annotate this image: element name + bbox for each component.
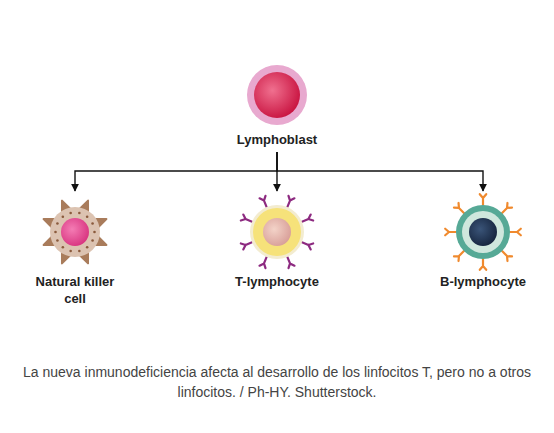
granule — [56, 239, 59, 242]
branch-arrow — [277, 152, 483, 191]
receptor — [260, 257, 267, 268]
granule — [78, 212, 81, 215]
receptor — [454, 251, 464, 261]
figure-caption: La nueva inmunodeficiencia afecta al des… — [14, 362, 540, 403]
receptor — [260, 196, 267, 207]
cell-body — [462, 211, 504, 253]
granule — [62, 215, 65, 218]
granule — [54, 231, 57, 234]
nk-cell-node: Natural killer cell — [24, 192, 126, 310]
cell-nucleus — [469, 218, 497, 246]
cell-label: Natural killer cell — [24, 272, 126, 310]
receptor — [241, 242, 252, 249]
receptor — [480, 194, 486, 205]
receptor — [302, 215, 313, 222]
cell-nucleus — [254, 72, 300, 118]
b-cell-node: B-lymphocyte — [437, 192, 529, 293]
cell-illustration — [443, 192, 523, 272]
receptor — [502, 203, 512, 213]
lymphoblast-node: Lymphoblast — [234, 60, 320, 151]
granule — [62, 246, 65, 249]
cell-label: Lymphoblast — [234, 130, 320, 151]
cell-membrane — [456, 205, 510, 259]
granule — [56, 222, 59, 225]
cell-membrane — [247, 65, 307, 125]
cell-body — [253, 208, 301, 256]
granule — [91, 239, 94, 242]
cell-illustration — [237, 192, 317, 272]
receptor — [241, 215, 252, 222]
cell-label: B-lymphocyte — [437, 272, 529, 293]
granule — [69, 212, 72, 215]
branch-arrow — [75, 152, 277, 191]
receptor — [480, 259, 486, 270]
t-cell-node: T-lymphocyte — [232, 192, 322, 293]
cell-label: T-lymphocyte — [232, 272, 322, 293]
granule — [78, 250, 81, 253]
receptor — [502, 251, 512, 261]
receptor — [454, 203, 464, 213]
cell-illustration — [242, 60, 312, 130]
granule — [91, 222, 94, 225]
receptor — [510, 229, 521, 235]
cell-illustration — [35, 192, 115, 272]
granule — [86, 215, 89, 218]
cell-membrane — [50, 207, 100, 257]
receptor — [287, 257, 294, 268]
receptor — [445, 229, 456, 235]
cell-nucleus — [263, 218, 291, 246]
receptor — [302, 242, 313, 249]
granule — [93, 231, 96, 234]
granule — [69, 250, 72, 253]
receptor — [287, 196, 294, 207]
cell-membrane — [250, 205, 304, 259]
cell-nucleus — [61, 218, 89, 246]
granule — [86, 246, 89, 249]
